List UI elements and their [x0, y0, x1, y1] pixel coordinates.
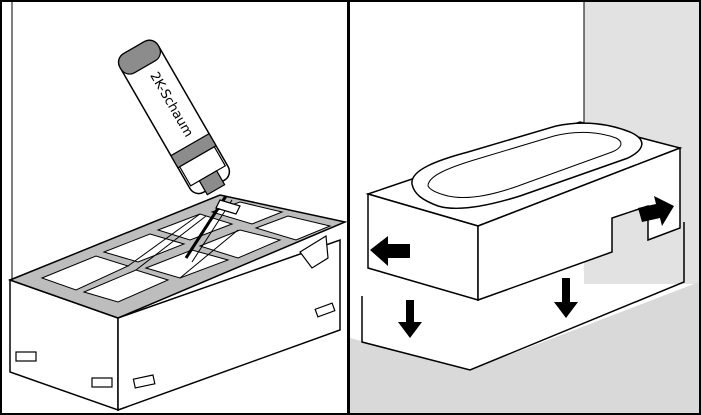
arrow-down-icon: [398, 300, 422, 338]
arrow-right-shape: [638, 196, 674, 226]
tube-nozzle-base: [198, 169, 226, 196]
foam-tube: 2K-Schaum: [117, 39, 231, 196]
panel-border: [348, 0, 701, 415]
bathtub: [365, 121, 683, 302]
frame-cell: [102, 233, 186, 263]
arrow-right-icon: [638, 196, 674, 226]
box-foot: [132, 374, 156, 389]
foam-application-illustration: 2K-Schaum: [0, 0, 349, 415]
support-frame-grid: [7, 194, 348, 319]
box-foot: [91, 377, 113, 388]
arrow-down-shape: [554, 278, 578, 318]
arrow-down-shape: [398, 300, 422, 338]
arrow-left-icon: [370, 236, 410, 266]
frame-strut: [135, 215, 207, 271]
frame-strut: [179, 229, 239, 279]
step-panel-foam-application: 2K-Schaum: [0, 0, 349, 415]
box-foot: [314, 302, 336, 318]
support-box: [9, 234, 341, 412]
tub-placement-illustration: [348, 0, 701, 415]
floor: [350, 282, 699, 413]
nozzle-clip: [215, 199, 241, 215]
tub-basin-inner: [427, 131, 622, 199]
tub-basin: [411, 122, 643, 210]
frame-cell: [254, 215, 332, 241]
frame-cell: [144, 249, 230, 279]
box-side-tab: [299, 234, 329, 269]
frame-cell: [198, 229, 282, 259]
box-foot: [15, 351, 37, 362]
step-panel-tub-placement: [348, 0, 701, 415]
arrow-left-shape: [370, 236, 410, 266]
arrow-down-icon: [554, 278, 578, 318]
frame-strut: [127, 213, 201, 267]
tube-cap-band: [118, 39, 161, 75]
frame-cell: [82, 269, 170, 303]
box-front-face: [117, 238, 341, 412]
placement-outline: [361, 222, 685, 371]
